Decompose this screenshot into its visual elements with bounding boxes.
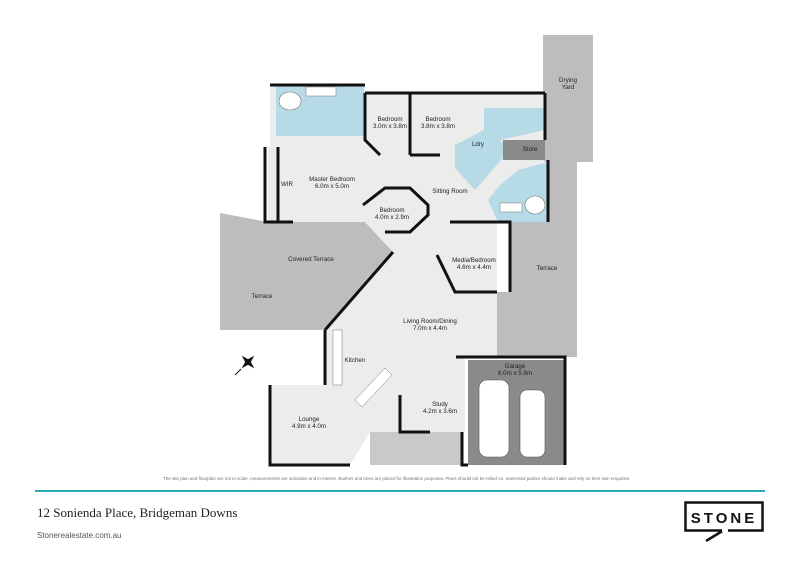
label-drying-yard: Drying (559, 77, 577, 84)
label-terrace-left: Terrace (252, 293, 273, 300)
dims-lounge: 4.9m x 4.0m (292, 423, 326, 430)
label-living-dining: Living Room/Dining (403, 318, 457, 325)
label-bedroom-4: Bedroom (379, 207, 404, 214)
dims-bedroom-2: 3.0m x 3.8m (373, 123, 407, 130)
dims-study: 4.2m x 3.6m (423, 408, 457, 415)
label-store: Store (523, 146, 538, 153)
property-address: 12 Sonienda Place, Bridgeman Downs (37, 505, 238, 520)
bathtub-icon (524, 195, 546, 215)
label-terrace-right: Terrace (537, 265, 558, 272)
bathtub-icon (278, 91, 302, 111)
label-wir: WIR (281, 181, 294, 188)
kitchen-island (354, 367, 393, 408)
label-lounge: Lounge (299, 416, 320, 423)
dims-bedroom-4: 4.0m x 2.9m (375, 214, 409, 221)
vanity (305, 86, 337, 97)
svg-text:STONE: STONE (691, 510, 757, 527)
label-study: Study (432, 401, 449, 408)
dims-living-dining: 7.0m x 4.4m (413, 325, 447, 332)
label-sitting-room: Sitting Room (432, 188, 467, 195)
drying-yard-area (543, 35, 593, 162)
label-bedroom-3: Bedroom (425, 116, 450, 123)
label-master-bedroom: Master Bedroom (309, 176, 355, 183)
compass-icon (234, 355, 255, 376)
stone-logo: STONE (684, 501, 764, 543)
label-drying-yard: Yard (562, 84, 575, 91)
kitchen-bench (332, 329, 343, 386)
car-icon (519, 389, 546, 458)
website-link[interactable]: Stonerealestate.com.au (37, 531, 122, 540)
label-kitchen: Kitchen (345, 357, 366, 364)
dims-bedroom-3: 3.8m x 3.8m (421, 123, 455, 130)
dims-garage: 6.0m x 5.8m (498, 370, 532, 377)
label-garage: Garage (505, 363, 526, 370)
dims-media-bedroom: 4.6m x 4.4m (457, 264, 491, 271)
laundry-area (455, 108, 545, 190)
entry-step-area (370, 432, 462, 465)
label-laundry: Ldry (472, 141, 485, 148)
dims-master-bedroom: 6.0m x 5.0m (315, 183, 349, 190)
accent-divider (35, 490, 765, 492)
terrace-right-area (497, 162, 577, 357)
label-media-bedroom: Media/Bedroom (452, 257, 496, 264)
floor-plan: Drying Yard Bedroom 3.0m x 3.8m Bedroom … (220, 35, 593, 467)
label-bedroom-2: Bedroom (377, 116, 402, 123)
label-covered-terrace: Covered Terrace (288, 256, 334, 263)
disclaimer-text: The site plan and floorplan are not to s… (163, 476, 631, 481)
walls (263, 83, 567, 467)
car-icon (478, 379, 510, 458)
vanity (499, 202, 523, 213)
store-area (503, 140, 545, 160)
